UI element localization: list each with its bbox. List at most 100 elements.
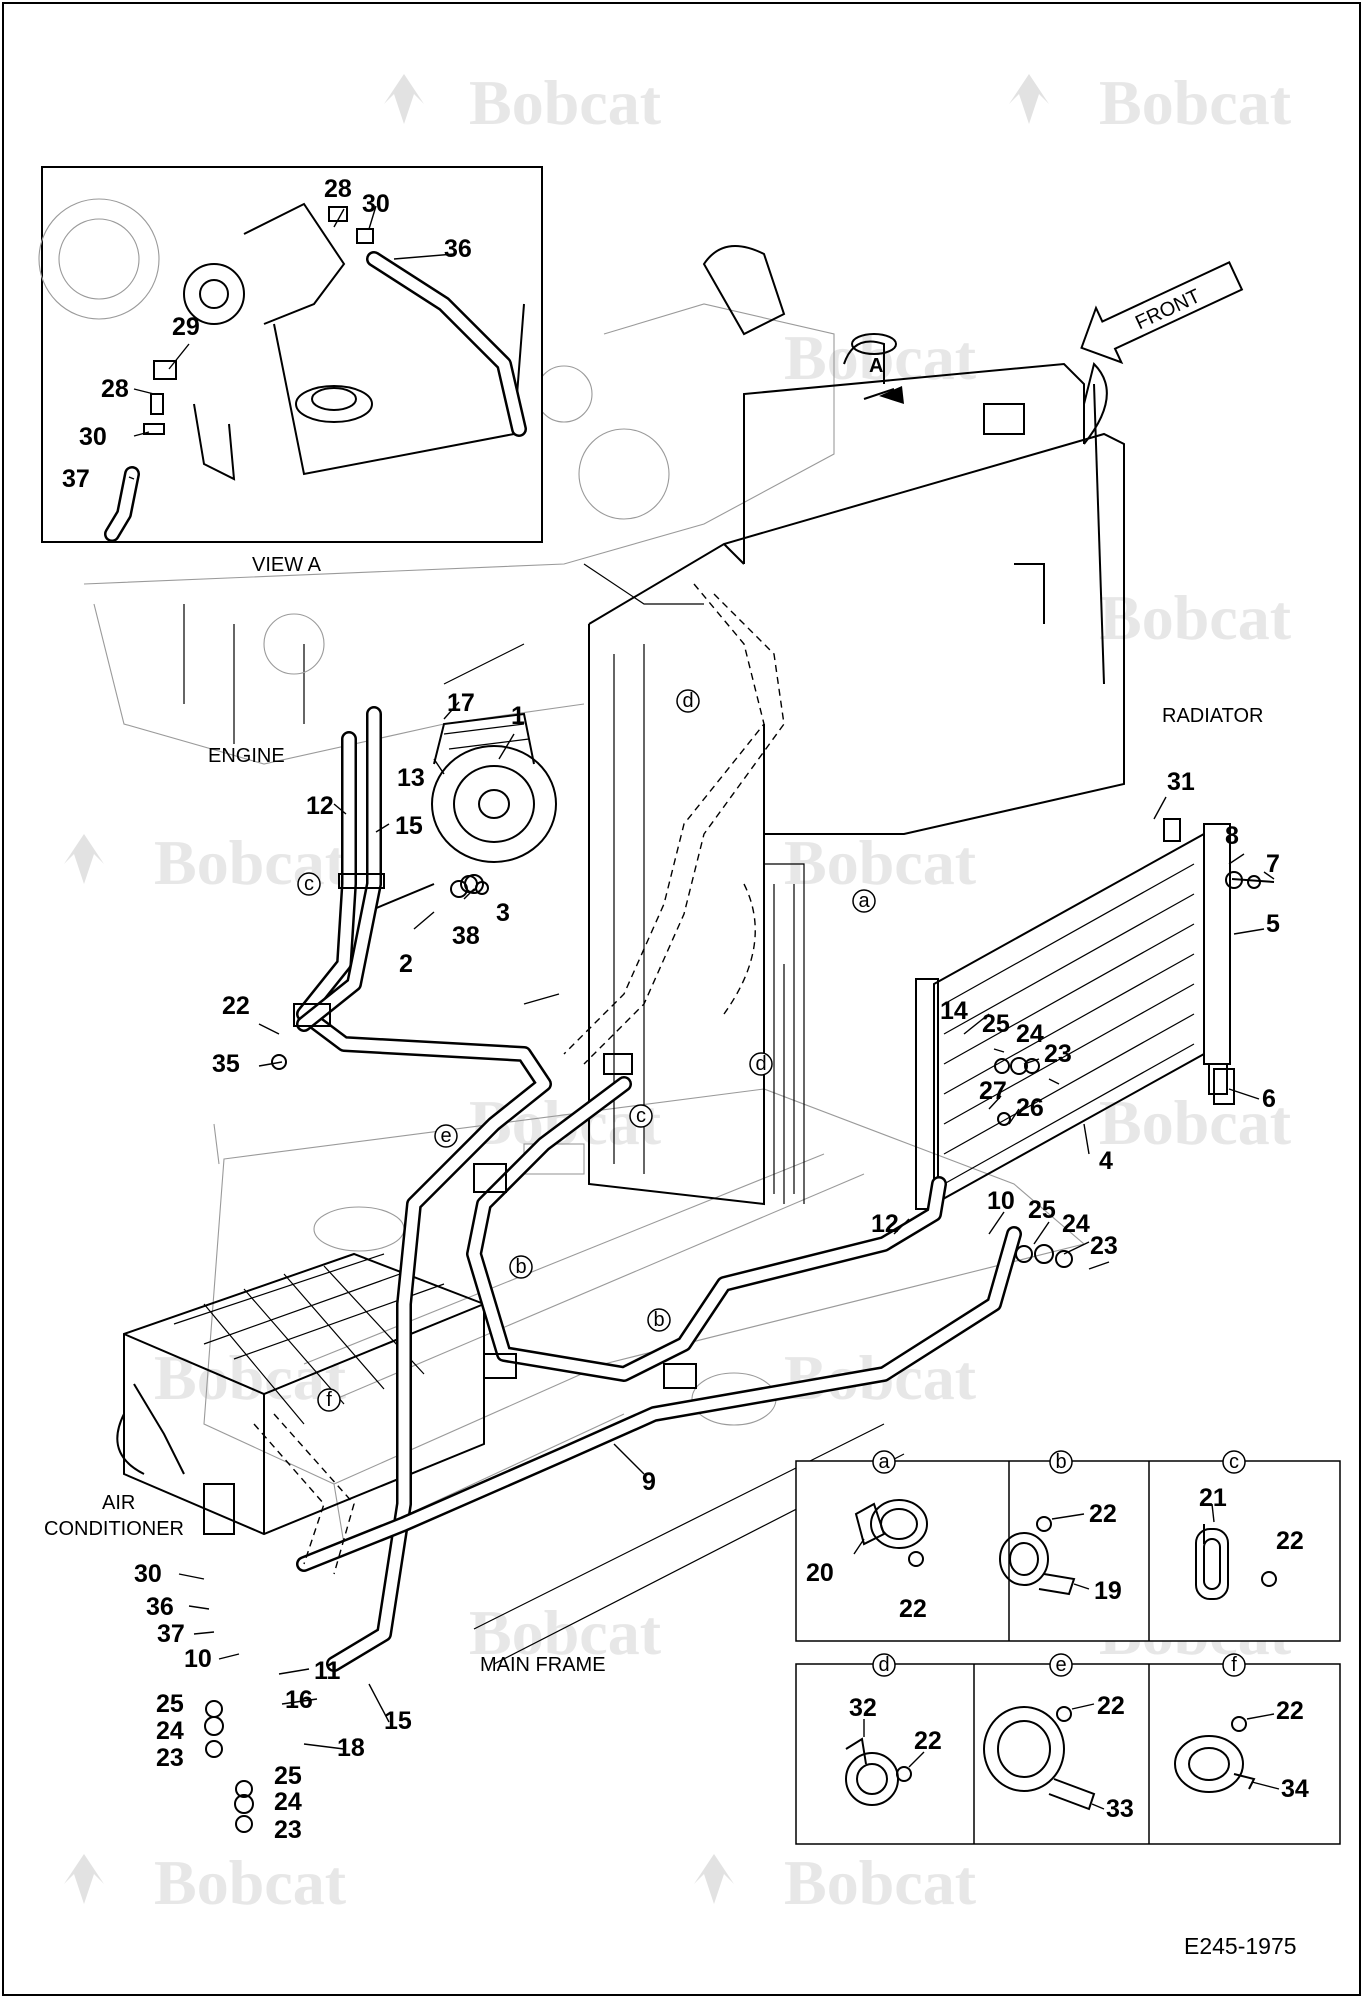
callout-27: 27: [979, 1077, 1007, 1105]
clamp-33-drawing: [983, 1703, 1105, 1811]
callout-22: 22: [1097, 1692, 1125, 1720]
callout-1: 1: [511, 702, 525, 730]
watermark-text: Bobcat: [154, 1342, 347, 1413]
watermark-logo-icon: [384, 74, 424, 124]
clamp-32-drawing: [845, 1719, 925, 1806]
detail-box-tag-f: f: [1231, 1654, 1237, 1676]
callout-4: 4: [1099, 1147, 1113, 1175]
callout-3: 3: [496, 899, 510, 927]
air-conditioner-label-line1: AIR: [102, 1492, 135, 1514]
callout-5: 5: [1266, 910, 1280, 938]
detail-tag-d: d: [755, 1053, 766, 1075]
callout-12: 12: [871, 1210, 899, 1238]
callout-24: 24: [274, 1788, 302, 1816]
callout-28: 28: [101, 375, 129, 403]
callout-23: 23: [274, 1816, 302, 1844]
callout-37: 37: [62, 465, 90, 493]
callout-7: 7: [1266, 850, 1280, 878]
watermark-text: Bobcat: [469, 1597, 662, 1668]
watermark-text: Bobcat: [469, 67, 662, 138]
callout-15: 15: [384, 1707, 412, 1735]
clamps: [293, 873, 697, 1389]
callout-18: 18: [337, 1734, 365, 1762]
drawing-code: E245-1975: [1184, 1933, 1297, 1959]
callout-22: 22: [1276, 1697, 1304, 1725]
detail-tag-b: b: [515, 1256, 526, 1278]
callout-28: 28: [324, 175, 352, 203]
callout-10: 10: [184, 1645, 212, 1673]
watermark-logo-icon: [64, 1854, 104, 1904]
callout-25: 25: [156, 1690, 184, 1718]
clamp-21-drawing: [1195, 1503, 1277, 1600]
watermark-logo-icon: [694, 1854, 734, 1904]
clamp-20-drawing: [853, 1499, 928, 1567]
air-conditioner-drawing: [116, 1252, 485, 1536]
detail-tag-f: f: [326, 1389, 332, 1411]
watermark-text: Bobcat: [1099, 1087, 1292, 1158]
callout-29: 29: [172, 313, 200, 341]
view-a-inset: [38, 166, 543, 543]
callout-15: 15: [395, 812, 423, 840]
callout-25: 25: [274, 1762, 302, 1790]
callout-22: 22: [1089, 1500, 1117, 1528]
callout-10: 10: [987, 1187, 1015, 1215]
callout-2: 2: [399, 950, 413, 978]
callout-37: 37: [157, 1620, 185, 1648]
detail-box-tag-a: a: [878, 1451, 890, 1473]
detail-boxes: a b c d e f 20 22 22 19: [795, 1450, 1341, 1845]
callout-13: 13: [397, 764, 425, 792]
callout-30: 30: [79, 423, 107, 451]
hose-lines: [253, 583, 1022, 1672]
radiator-label: RADIATOR: [1162, 705, 1264, 727]
callout-34: 34: [1281, 1775, 1309, 1803]
compressor-drawing: [373, 712, 557, 910]
engine-label: ENGINE: [208, 745, 285, 767]
watermark-text: Bobcat: [1099, 582, 1292, 653]
detail-box-tag-b: b: [1055, 1451, 1066, 1473]
callout-30: 30: [362, 190, 390, 218]
callout-23: 23: [1090, 1232, 1118, 1260]
callout-20: 20: [806, 1559, 834, 1587]
callout-33: 33: [1106, 1795, 1134, 1823]
callout-36: 36: [444, 235, 472, 263]
air-conditioner-label-line2: CONDITIONER: [44, 1518, 184, 1540]
callout-26: 26: [1016, 1094, 1044, 1122]
fasteners: [204, 871, 1275, 1833]
callout-22: 22: [222, 992, 250, 1020]
watermark-text: Bobcat: [784, 1847, 977, 1918]
callout-16: 16: [285, 1686, 313, 1714]
callout-32: 32: [849, 1694, 877, 1722]
callout-23: 23: [1044, 1040, 1072, 1068]
callout-22: 22: [1276, 1527, 1304, 1555]
detail-tag-c: c: [636, 1105, 646, 1127]
condenser-drawing: [915, 818, 1231, 1210]
front-arrow-icon: FRONT: [1080, 261, 1244, 365]
radiator-drawing: [588, 333, 1125, 1206]
callout-14: 14: [940, 997, 968, 1025]
leader-lines: [128, 205, 1275, 1750]
detail-tag-b: b: [653, 1309, 664, 1331]
callout-22: 22: [899, 1595, 927, 1623]
watermark-text: Bobcat: [784, 827, 977, 898]
watermark-text: Bobcat: [1099, 67, 1292, 138]
callout-6: 6: [1262, 1085, 1276, 1113]
callout-22: 22: [914, 1727, 942, 1755]
detail-tag-e: e: [440, 1125, 451, 1147]
detail-box-tag-e: e: [1055, 1654, 1066, 1676]
parts-diagram: Bobcat Bobcat Bobcat Bobcat Bobcat Bobca…: [38, 67, 1341, 1959]
callout-35: 35: [212, 1050, 240, 1078]
callout-25: 25: [982, 1010, 1010, 1038]
clamp-34-drawing: [1174, 1713, 1280, 1793]
detail-box-tag-d: d: [878, 1654, 889, 1676]
callout-36: 36: [146, 1593, 174, 1621]
callout-30: 30: [134, 1560, 162, 1588]
callout-24: 24: [156, 1717, 184, 1745]
detail-tags: d a c d c e b b f: [297, 689, 876, 1412]
detail-tag-a: a: [858, 890, 870, 912]
callout-19: 19: [1094, 1577, 1122, 1605]
callout-31: 31: [1167, 768, 1195, 796]
watermark-logo-icon: [64, 834, 104, 884]
clamp-19-drawing: [999, 1513, 1090, 1596]
main-frame-label: MAIN FRAME: [480, 1654, 606, 1676]
